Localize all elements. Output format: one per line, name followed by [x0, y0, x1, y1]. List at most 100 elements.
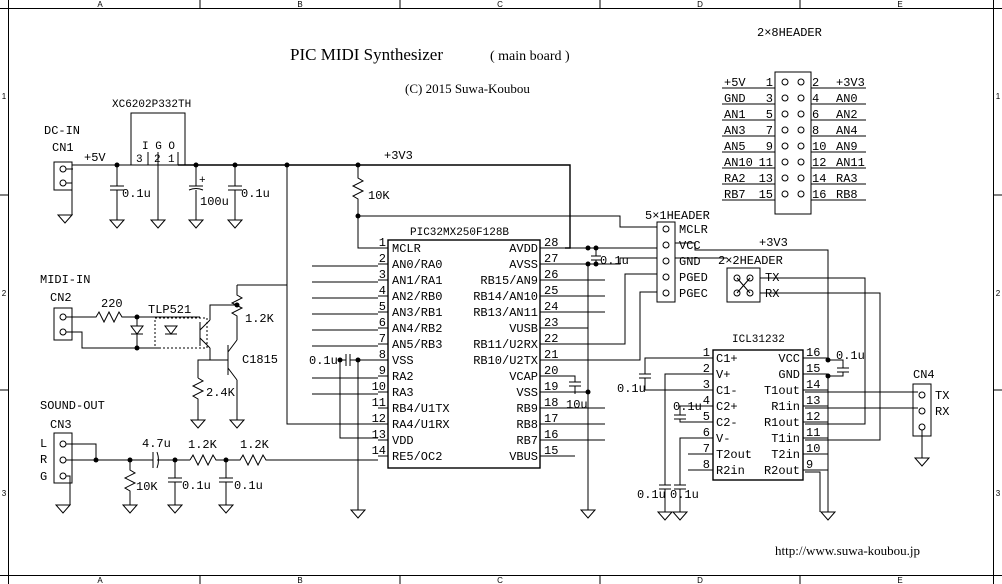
- icl-pin-r1out: R1out: [764, 416, 800, 430]
- website-url[interactable]: http://www.suwa-koubou.jp: [775, 543, 920, 558]
- mcu-right-pins: 28AVDD27AVSS26RB15/AN925RB14/AN1024RB13/…: [473, 236, 565, 464]
- header2x8-right-num: 8: [812, 124, 819, 138]
- icl-pin-num: 16: [806, 346, 820, 360]
- icl-pin-num: 1: [703, 346, 710, 360]
- mcu-pin-rb14-an10: RB14/AN10: [473, 290, 538, 304]
- reg-pin-3: 3: [136, 154, 143, 166]
- icl-pin-t1in: T1in: [771, 432, 800, 446]
- icl-pin-num: 15: [806, 362, 820, 376]
- icl-pin-v-: V-: [716, 432, 730, 446]
- mcu-pin-num: 6: [379, 316, 386, 330]
- header5-name: 5×1HEADER: [645, 209, 710, 223]
- mcu-pin-num: 15: [544, 444, 558, 458]
- cn4-label: CN4: [913, 368, 935, 382]
- mcu-pin-re5-oc2: RE5/OC2: [392, 450, 442, 464]
- icl-cap-5-label: 0.1u: [836, 349, 865, 363]
- icl-pin-num: 7: [703, 442, 710, 456]
- cn1-label: CN1: [52, 141, 74, 155]
- header2x2-rx: RX: [765, 287, 779, 301]
- mcu-pin-num: 27: [544, 252, 558, 266]
- cn3-label: CN3: [50, 418, 72, 432]
- cn1-connector: [53, 161, 73, 191]
- header2x8-right-num: 4: [812, 92, 819, 106]
- icl-name: ICL31232: [732, 334, 785, 346]
- icl-pin-vcc: VCC: [778, 352, 800, 366]
- mcu-pin-num: 13: [372, 428, 386, 442]
- mcu-pin-rb4-u1tx: RB4/U1TX: [392, 402, 450, 416]
- header2x8-right-label: RB8: [836, 188, 858, 202]
- icl-pin-num: 10: [806, 442, 820, 456]
- plus5v-label: +5V: [84, 151, 106, 165]
- header2x8-right-label: AN9: [836, 140, 858, 154]
- mcu-pin-an5-rb3: AN5/RB3: [392, 338, 442, 352]
- copyright: (C) 2015 Suwa-Koubou: [405, 81, 530, 96]
- mcu-pin-rb10-u2tx: RB10/U2TX: [473, 354, 538, 368]
- mcu-pin-rb8: RB8: [516, 418, 538, 432]
- rail-3v3-label: +3V3: [384, 149, 413, 163]
- header2x2-name: 2×2HEADER: [718, 254, 783, 268]
- regulator-name: XC6202P332TH: [112, 99, 191, 111]
- gnd-symbol-icl-gnd: [819, 511, 837, 521]
- header2x2-body: [726, 267, 761, 303]
- cap-4u7-label: 4.7u: [142, 437, 171, 451]
- grid-col-a-bottom: A: [97, 576, 103, 584]
- header5-body: [656, 221, 676, 303]
- schematic-title-suffix: ( main board ): [490, 49, 570, 64]
- header2x8-left-label: AN1: [724, 108, 746, 122]
- mcu-pin-an4-rb2: AN4/RB2: [392, 322, 442, 336]
- cap-3v3-label: 0.1u: [241, 187, 270, 201]
- resistor-220: [66, 310, 200, 324]
- gnd-symbol-mcu-vss: [349, 509, 367, 519]
- cn3-pin-l: L: [40, 437, 47, 451]
- grid-col-e: E: [897, 0, 902, 9]
- header2x8-left-num: 9: [766, 140, 773, 154]
- icl-right-pins: 16VCC15GND14T1out13R1in12R1out11T1in10T2…: [764, 346, 828, 478]
- icl-body: [712, 349, 804, 481]
- gnd-symbol-icl-c3: [656, 511, 674, 521]
- header2x8-left-num: 11: [759, 156, 773, 170]
- mcu-pin-avdd: AVDD: [509, 242, 538, 256]
- mcu-pin-vbus: VBUS: [509, 450, 538, 464]
- mcu-pin-num: 28: [544, 236, 558, 250]
- mcu-pin-mclr: MCLR: [392, 242, 421, 256]
- header2x8-left-num: 3: [766, 92, 773, 106]
- header5-pin-pged: PGED: [679, 271, 708, 285]
- mcu-pin-vcap: VCAP: [509, 370, 538, 384]
- cap-sound-2-label: 0.1u: [234, 479, 263, 493]
- cn2-connector: [53, 307, 73, 341]
- cn1-gnd-wire: [66, 182, 73, 215]
- r1-sound-label: 1.2K: [188, 438, 218, 452]
- midi-in-label: MIDI-IN: [40, 273, 90, 287]
- pged-wire: [565, 273, 657, 345]
- mcu-body: [387, 239, 541, 469]
- header2x8-right-num: 14: [812, 172, 826, 186]
- header2x8-right-label: AN4: [836, 124, 858, 138]
- cn4-pin-tx: TX: [935, 389, 949, 403]
- mcu-pin-num: 18: [544, 396, 558, 410]
- icl-pin-r1in: R1in: [771, 400, 800, 414]
- mcu-pin-num: 20: [544, 364, 558, 378]
- icl-pin-num: 9: [806, 458, 813, 472]
- mcu-pin-rb13-an11: RB13/AN11: [473, 306, 538, 320]
- mcu-pin-ra2: RA2: [392, 370, 414, 384]
- cap-avdd-label: 0.1u: [600, 254, 629, 268]
- pullup-10k-label: 10K: [368, 189, 390, 203]
- icl-pin-v-: V+: [716, 368, 730, 382]
- grid-col-c: C: [497, 0, 503, 9]
- icl-pin-r2out: R2out: [764, 464, 800, 478]
- mcu-pin-num: 26: [544, 268, 558, 282]
- mcu-pin-ra3: RA3: [392, 386, 414, 400]
- rail-3v3-wire: [178, 164, 571, 249]
- icl-pin-num: 8: [703, 458, 710, 472]
- icl-pin-t2out: T2out: [716, 448, 752, 462]
- gnd-symbol-sc2: [217, 504, 235, 514]
- transistor-name: C1815: [242, 353, 278, 367]
- mcu-pin-num: 9: [379, 364, 386, 378]
- r2-sound-label: 1.2K: [240, 438, 270, 452]
- mcu-pin-an2-rb0: AN2/RB0: [392, 290, 442, 304]
- icl-pin-c2-: C2-: [716, 416, 738, 430]
- r-collector-label: 1.2K: [245, 312, 275, 326]
